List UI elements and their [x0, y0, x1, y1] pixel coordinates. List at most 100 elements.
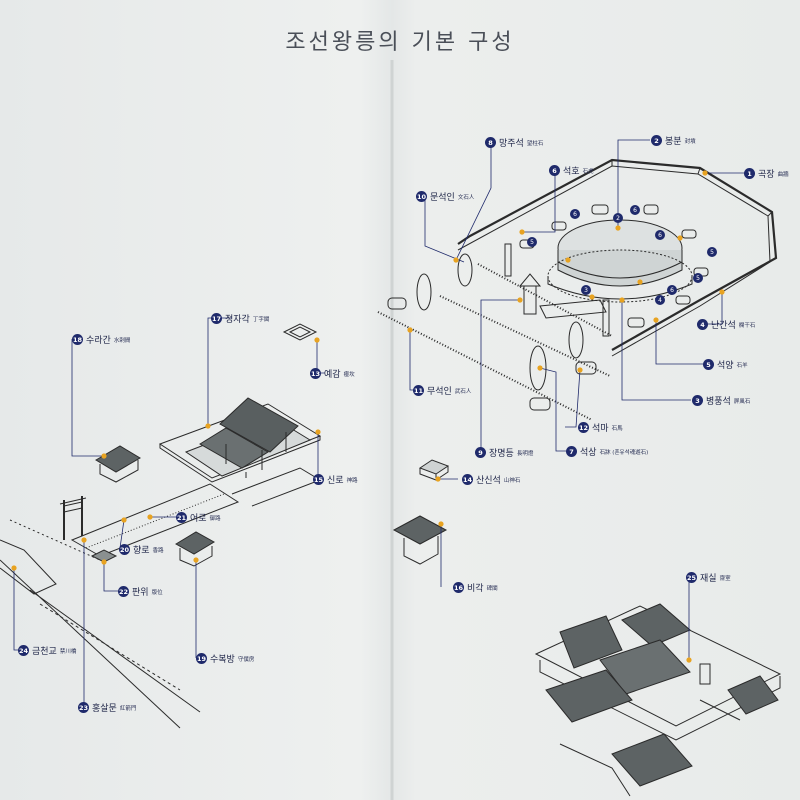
- label-hanja: 長明燈: [516, 450, 534, 457]
- label-number: 11: [413, 385, 424, 396]
- mound-marker-number: 6: [670, 287, 674, 294]
- label-number: 16: [453, 582, 464, 593]
- label-number: 9: [475, 447, 486, 458]
- label-korean: 금천교: [32, 647, 57, 657]
- label-hanja: 石虎: [582, 168, 594, 175]
- label-hanja: 山神石: [503, 477, 521, 484]
- label-number: 15: [313, 474, 324, 485]
- label-number: 14: [462, 474, 473, 485]
- label-number: 19: [196, 653, 207, 664]
- label-hanja: 齋室: [719, 575, 731, 582]
- label-korean: 문석인: [430, 193, 455, 203]
- label-korean: 산신석: [476, 476, 501, 486]
- label-korean: 수라간: [86, 336, 111, 346]
- mound-marker-number: 4: [658, 297, 662, 304]
- label-korean: 석마: [592, 424, 609, 434]
- label-korean: 비각: [467, 584, 484, 594]
- label-number: 22: [118, 586, 129, 597]
- yegam-pit: [282, 323, 318, 341]
- label-korean: 예감: [324, 370, 341, 380]
- geumcheongyo-bridge: [0, 519, 201, 729]
- label-hanja: 守僕房: [237, 656, 255, 663]
- bigak-pavilion: [392, 515, 448, 565]
- label-hanja: 文石人: [457, 194, 475, 201]
- mound-marker-number: 6: [633, 207, 637, 214]
- label-number: 23: [78, 702, 89, 713]
- label-number: 12: [578, 422, 589, 433]
- label-korean: 망주석: [499, 139, 524, 149]
- mound-marker-circle: [570, 209, 580, 219]
- label-number: 3: [692, 395, 703, 406]
- label-hanja: 禁川橋: [59, 648, 77, 655]
- label-korean: 판위: [132, 588, 149, 598]
- label-number: 2: [651, 135, 662, 146]
- label-hanja: 碑閣: [486, 585, 498, 592]
- label-hanja: 石牀 (혼유석魂遊石): [599, 449, 649, 456]
- label-number: 5: [703, 359, 714, 370]
- label-number: 1: [744, 168, 755, 179]
- label-hanja: 神路: [346, 477, 358, 484]
- label-number: 20: [119, 544, 130, 555]
- mound-marker-number: 5: [530, 239, 534, 246]
- mound-marker-number: 3: [584, 287, 588, 294]
- label-number: 21: [176, 512, 187, 523]
- label-number: 13: [310, 368, 321, 379]
- label-korean: 향로: [133, 546, 150, 556]
- terrace-lines: [377, 263, 613, 421]
- jeongjagak-pavilion: [199, 397, 299, 478]
- label-hanja: 欄干石: [738, 322, 756, 329]
- enclosing-wall: [457, 158, 778, 357]
- marker-dots: [11, 170, 725, 663]
- label-korean: 홍살문: [92, 704, 117, 714]
- label-korean: 수복방: [210, 655, 235, 665]
- mound-marker-circle: [613, 213, 623, 223]
- mound-marker-circle: [527, 237, 537, 247]
- label-hanja: 屛風石: [733, 398, 751, 405]
- jaesil-compound: [534, 603, 782, 797]
- label-number: 25: [686, 572, 697, 583]
- label-korean: 석상: [580, 448, 597, 458]
- label-hanja: 曲牆: [777, 171, 789, 178]
- label-korean: 신로: [327, 476, 344, 486]
- mound-marker-circle: [581, 285, 591, 295]
- label-korean: 난간석: [711, 321, 736, 331]
- subokbang-building: [175, 531, 215, 567]
- label-hanja: 香路: [152, 547, 164, 554]
- mound-marker-circle: [667, 285, 677, 295]
- label-hanja: 御路: [209, 515, 221, 522]
- label-korean: 석양: [717, 361, 734, 371]
- mound-marker-number: 6: [658, 232, 662, 239]
- label-number: 8: [485, 137, 496, 148]
- label-hanja: 版位: [151, 589, 163, 596]
- burial-mound: [547, 219, 693, 303]
- page-title: 조선왕릉의 기본 구성: [285, 30, 515, 55]
- label-korean: 재실: [700, 574, 717, 584]
- label-number: 18: [72, 334, 83, 345]
- label-korean: 곡장: [758, 170, 775, 180]
- label-number: 6: [549, 165, 560, 176]
- hongsalmun-gate: [59, 496, 87, 540]
- label-number: 17: [211, 313, 222, 324]
